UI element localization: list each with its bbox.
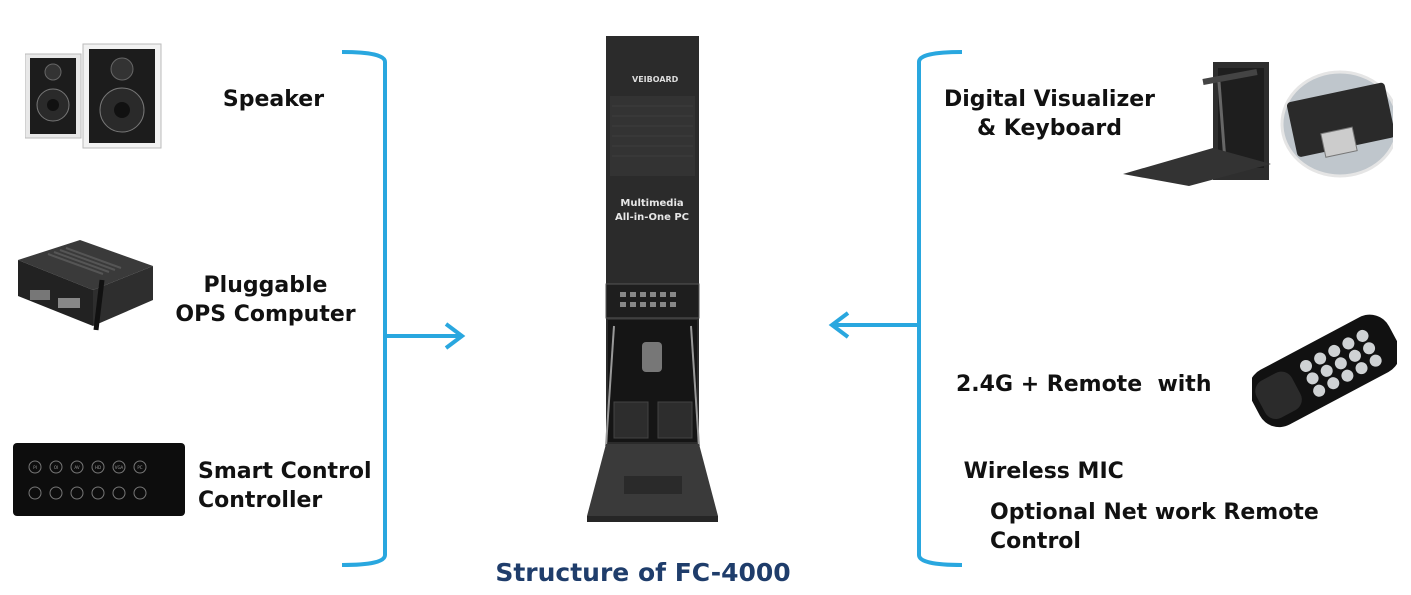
device-panel-line-1: Multimedia bbox=[620, 198, 683, 209]
ops-label-line-1: Pluggable bbox=[203, 273, 328, 298]
fc-4000-device: VEIBOARD Multimedia All-in-One PC bbox=[587, 36, 718, 522]
speaker-label: Speaker bbox=[196, 85, 351, 114]
right-bracket bbox=[917, 50, 963, 567]
device-brand: VEIBOARD bbox=[632, 75, 679, 84]
controller-button bbox=[70, 486, 84, 500]
controller-button bbox=[112, 486, 126, 500]
controller-button bbox=[49, 486, 63, 500]
remote-mic-label: 2.4G + Remote with Wireless MIC bbox=[956, 312, 1211, 515]
ops-computer-image bbox=[18, 240, 153, 331]
controller-button-label: OI bbox=[54, 465, 58, 470]
controller-button bbox=[49, 460, 63, 474]
left-bracket bbox=[341, 50, 387, 567]
speaker-label-line: Speaker bbox=[222, 87, 325, 112]
visualizer-keyboard-image bbox=[1123, 62, 1393, 186]
right-arrow-head bbox=[828, 311, 850, 339]
controller-button bbox=[28, 460, 42, 474]
speaker-image bbox=[25, 43, 162, 149]
ops-computer-label: Pluggable OPS Computer bbox=[168, 271, 363, 329]
controller-button bbox=[91, 460, 105, 474]
controller-button bbox=[28, 486, 42, 500]
ops-label-line-2: OPS Computer bbox=[175, 302, 356, 327]
network-label-line-1: Optional Net work Remote bbox=[990, 500, 1319, 525]
visualizer-label-line-2: & Keyboard bbox=[976, 116, 1123, 141]
controller-button-label: VGA bbox=[115, 465, 124, 470]
controller-button bbox=[133, 460, 147, 474]
smart-controller-image: PI OI AV HD VGA PC bbox=[13, 443, 185, 516]
controller-button-label: PI bbox=[33, 465, 37, 470]
network-remote-label: Optional Net work Remote Control bbox=[990, 498, 1319, 556]
visualizer-label-line-1: Digital Visualizer bbox=[943, 87, 1156, 112]
controller-label-line-1: Smart Control bbox=[198, 459, 372, 484]
controller-button bbox=[112, 460, 126, 474]
controller-button-label: AV bbox=[74, 465, 79, 470]
controller-button-label: PC bbox=[137, 465, 142, 470]
controller-button-label: HD bbox=[95, 465, 101, 470]
controller-button bbox=[133, 486, 147, 500]
network-label-line-2: Control bbox=[990, 529, 1081, 554]
visualizer-label: Digital Visualizer & Keyboard bbox=[942, 85, 1157, 143]
left-arrow-head bbox=[444, 322, 466, 350]
diagram-caption: Structure of FC-4000 bbox=[495, 558, 791, 587]
remote-label-line-1: 2.4G + Remote with bbox=[956, 372, 1212, 397]
smart-controller-label: Smart Control Controller bbox=[198, 457, 372, 515]
remote-mic-image bbox=[1252, 314, 1397, 428]
remote-label-line-2: Wireless MIC bbox=[956, 459, 1124, 484]
controller-label-line-2: Controller bbox=[198, 488, 323, 513]
device-panel-line-2: All-in-One PC bbox=[615, 212, 689, 223]
controller-button bbox=[70, 460, 84, 474]
controller-button bbox=[91, 486, 105, 500]
